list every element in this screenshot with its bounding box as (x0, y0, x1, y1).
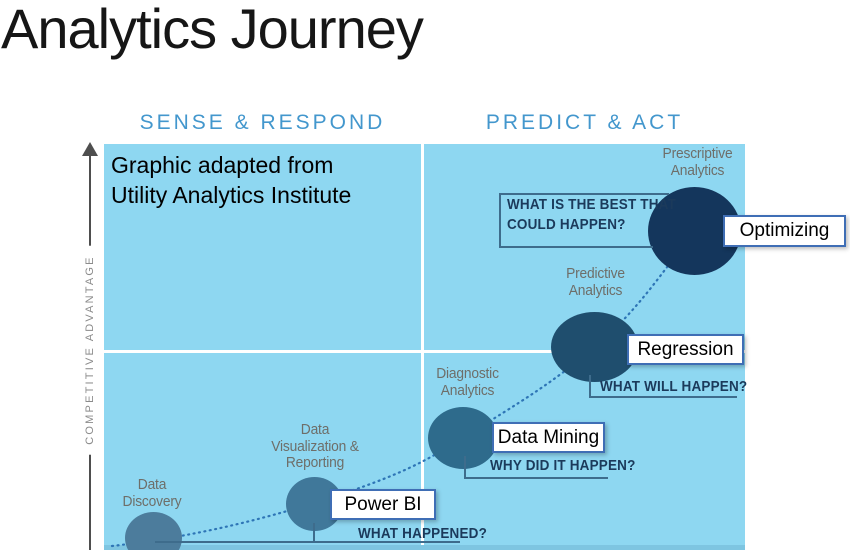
label-diagnostic-analytics: Diagnostic Analytics (436, 365, 499, 399)
bubble-data-discovery (125, 512, 182, 550)
bracket-will-left (589, 375, 591, 398)
tag-power-bi: Power BI (330, 489, 436, 520)
label-data-discovery: Data Discovery (122, 476, 182, 510)
question-best-could-happen: WHAT IS THE BEST THAT COULD HAPPEN? (507, 196, 677, 233)
label-data-visualization: Data Visualization & Reporting (271, 421, 359, 471)
question-why-did-it-happen: WHY DID IT HAPPEN? (490, 457, 636, 474)
page-title: Analytics Journey (1, 0, 424, 60)
question-what-happened: WHAT HAPPENED? (358, 525, 488, 542)
bracket-best-bottom (499, 246, 653, 248)
bracket-happened-underline (155, 541, 460, 543)
bracket-why-left (464, 456, 466, 479)
header-sense-respond: SENSE & RESPOND (139, 111, 386, 134)
y-axis-label: COMPETITIVE ADVANTAGE (80, 245, 100, 455)
bracket-best-left (499, 193, 501, 248)
label-prescriptive-analytics: Prescriptive Analytics (662, 145, 733, 179)
question-what-will-happen: WHAT WILL HAPPEN? (600, 378, 748, 395)
header-predict-act: PREDICT & ACT (485, 111, 684, 134)
tag-data-mining: Data Mining (492, 422, 605, 453)
chart-bottom-edge (104, 545, 745, 550)
arrow-up-icon (82, 142, 98, 156)
tag-optimizing: Optimizing (723, 215, 846, 247)
bubble-diagnostic-analytics (428, 407, 498, 469)
tag-regression: Regression (627, 334, 744, 365)
label-predictive-analytics: Predictive Analytics (566, 265, 625, 299)
credit-note: Graphic adapted from Utility Analytics I… (111, 152, 352, 209)
bracket-best-top (499, 193, 669, 195)
bracket-happened-riser (313, 523, 315, 543)
bubble-predictive-analytics (551, 312, 638, 382)
bracket-why-underline (464, 477, 608, 479)
bracket-will-underline (589, 396, 737, 398)
